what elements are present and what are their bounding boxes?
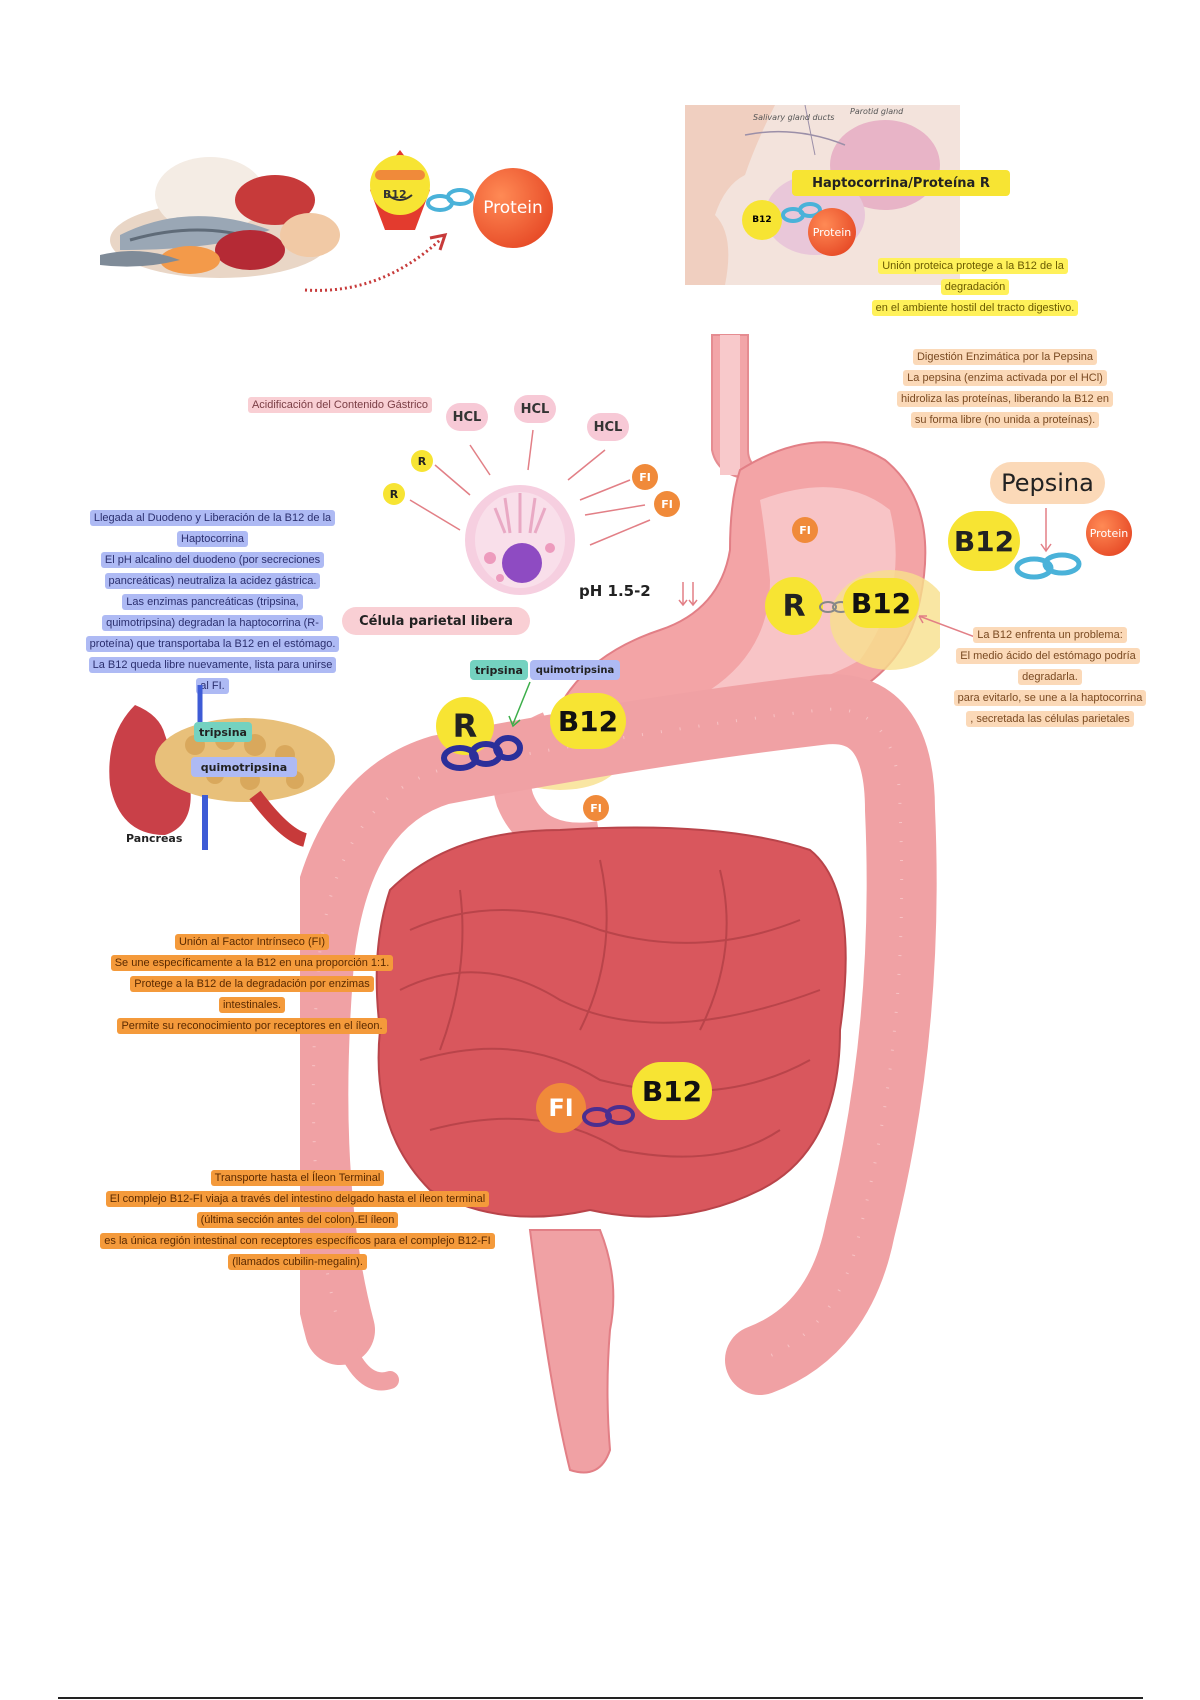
quimotripsina-tag: quimotripsina [191, 757, 297, 777]
hcl-badge: HCL [514, 395, 556, 423]
note-line: en el ambiente hostil del tracto digesti… [871, 300, 1079, 316]
note-line: Las enzimas pancreáticas (tripsina, [122, 594, 303, 610]
protein-ball-small-label: Protein [812, 225, 852, 239]
fi-badge: FI [792, 517, 818, 543]
b12-badge-duodeno: B12 [550, 693, 626, 749]
note-line: Unión al Factor Intrínseco (FI) [174, 934, 330, 950]
fi-badge: FI [632, 464, 658, 490]
r-badge: R [411, 450, 433, 472]
hcl-badge: HCL [446, 403, 488, 431]
note-line: al FI. [196, 678, 229, 694]
fi-badge: FI [654, 491, 680, 517]
note-line: Haptocorrina [177, 531, 248, 547]
note-union-proteica: Unión proteica protege a la B12 de la de… [850, 256, 1100, 319]
note-line: La pepsina (enzima activada por el HCl) [903, 370, 1107, 386]
note-problema: La B12 enfrenta un problema: El medio ác… [930, 625, 1170, 730]
salivary-label: Salivary gland ducts [753, 113, 835, 122]
b12-character-small: B12 [742, 200, 782, 240]
ph-label: pH 1.5-2 [579, 582, 651, 600]
b12-character-label: B12 [383, 188, 407, 201]
chain-link-icon [582, 1105, 635, 1127]
note-line: Transporte hasta el Íleon Terminal [210, 1170, 385, 1186]
protein-ball-small: Protein [808, 208, 856, 256]
broken-chain-icon [441, 735, 523, 771]
note-digestion: Digestión Enzimática por la Pepsina La p… [890, 347, 1120, 431]
note-line: (llamados cubilin-megalin). [228, 1254, 367, 1270]
note-line: su forma libre (no unida a proteínas). [910, 412, 1100, 428]
note-line: El pH alcalino del duodeno (por secrecio… [100, 552, 325, 568]
down-arrow-icon [1040, 508, 1052, 553]
note-factor: Unión al Factor Intrínseco (FI) Se une e… [102, 932, 402, 1037]
chain-link-icon [1014, 552, 1082, 580]
note-line: Unión proteica protege a la B12 de la de… [878, 258, 1068, 295]
quimotripsina-tag: quimotripsina [530, 660, 620, 680]
arrow-icon [304, 233, 448, 292]
note-transporte: Transporte hasta el Íleon Terminal El co… [90, 1168, 505, 1273]
note-duodeno: Llegada al Duodeno y Liberación de la B1… [85, 508, 340, 697]
down-arrows-icon [678, 582, 698, 607]
pancreas-label: Pancreas [126, 832, 183, 845]
green-arrow-icon [508, 681, 531, 728]
fi-badge-large: FI [536, 1083, 586, 1133]
pepsina-label: Pepsina [990, 462, 1105, 504]
b12-circle-label: B12 [953, 524, 1015, 558]
parotid-label: Parotid gland [850, 107, 904, 116]
footer-divider [58, 1697, 1143, 1699]
b12-badge-intestine: B12 [632, 1062, 712, 1120]
haptocorrina-label: Haptocorrina/Proteína R [792, 170, 1010, 196]
note-line: El medio ácido del estómago podría degra… [956, 648, 1140, 685]
protein-ball: Protein [473, 168, 553, 248]
note-line: El complejo B12-FI viaja a través del in… [105, 1191, 490, 1207]
b12-circle: B12 [948, 511, 1020, 571]
note-line: Protege a la B12 de la degradación por e… [130, 976, 374, 1013]
tripsina-tag: tripsina [194, 722, 252, 742]
pointer-line [918, 615, 984, 641]
note-line: Digestión Enzimática por la Pepsina [912, 349, 1098, 365]
protein-ball-right: Protein [1086, 510, 1132, 556]
chain-link-icon [426, 188, 474, 212]
note-line: Acidificación del Contenido Gástrico [247, 397, 433, 413]
b12-character: B12 [355, 130, 445, 240]
r-badge-large: R [765, 577, 823, 635]
b12-badge: B12 [843, 578, 919, 628]
hcl-badge: HCL [587, 413, 629, 441]
parietal-cell-illustration [465, 485, 575, 595]
note-line: quimotripsina) degradan la haptocorrina … [102, 615, 323, 631]
note-line: La B12 enfrenta un problema: [973, 627, 1127, 643]
note-line: Llegada al Duodeno y Liberación de la B1… [89, 510, 336, 526]
note-line: pancreáticas) neutraliza la acidez gástr… [104, 573, 321, 589]
note-line: para evitarlo, se une a la haptocorrina [953, 690, 1147, 706]
r-badge: R [383, 483, 405, 505]
parietal-arrows [409, 429, 651, 546]
food-illustration [100, 140, 360, 290]
note-line: Se une específicamente a la B12 en una p… [110, 955, 394, 971]
note-line: La B12 queda libre nuevamente, lista par… [88, 657, 337, 673]
note-line: (última sección antes del colon).El íleo… [196, 1212, 399, 1228]
note-acidificacion: Acidificación del Contenido Gástrico [245, 395, 435, 416]
tripsina-tag: tripsina [470, 660, 528, 680]
fi-badge: FI [583, 795, 609, 821]
note-line: es la única región intestinal con recept… [100, 1233, 495, 1249]
note-line: hidroliza las proteínas, liberando la B1… [897, 391, 1113, 407]
b12-small-label: B12 [752, 215, 772, 225]
protein-right-label: Protein [1089, 526, 1129, 540]
protein-ball-label: Protein [483, 198, 543, 218]
note-line: Permite su reconocimiento por receptores… [117, 1018, 387, 1034]
celula-parietal-label: Célula parietal libera [342, 607, 530, 635]
note-line: proteína) que transportaba la B12 en el … [85, 636, 340, 652]
note-line: , secretada las células parietales [966, 711, 1134, 727]
